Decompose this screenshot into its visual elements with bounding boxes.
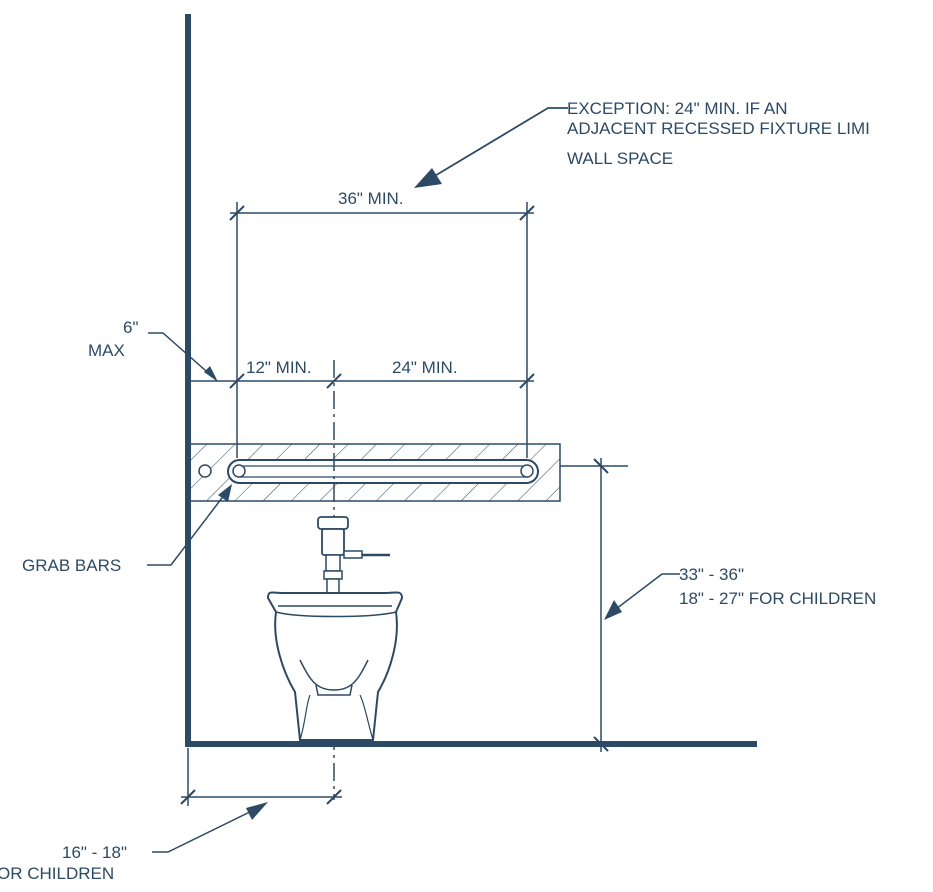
dim-6-max-label: MAX [88,341,125,360]
grab-bars-label: GRAB BARS [22,556,121,575]
flush-valve-icon [317,516,390,594]
height-leader [611,573,680,613]
dim-6-label: 6" [123,318,139,337]
exception-leader [427,107,568,181]
dim-36-label: 36" MIN. [338,189,404,208]
dim-6-leader [148,332,215,379]
grab-bars-leader [147,489,229,566]
centerline-adult-label: 16" - 18" [62,843,127,862]
grab-bar [227,459,539,484]
exception-line2: ADJACENT RECESSED FIXTURE LIMI [567,119,870,138]
height-adult-label: 33" - 36" [679,565,744,584]
exception-line1: EXCEPTION: 24" MIN. IF AN [567,99,787,118]
centerline-leader [152,807,259,853]
height-children-label: 18" - 27" FOR CHILDREN [679,589,876,608]
centerline-children-label: OR CHILDREN [0,864,114,883]
exception-line3: WALL SPACE [567,149,673,168]
toilet-icon [266,591,404,741]
dim-12-label: 12" MIN. [246,358,312,377]
grab-bar-right-mount-icon [520,464,534,478]
rear-bar-end-icon [198,464,212,478]
grab-bar-left-mount-icon [232,464,246,478]
dim-24-label: 24" MIN. [392,358,458,377]
